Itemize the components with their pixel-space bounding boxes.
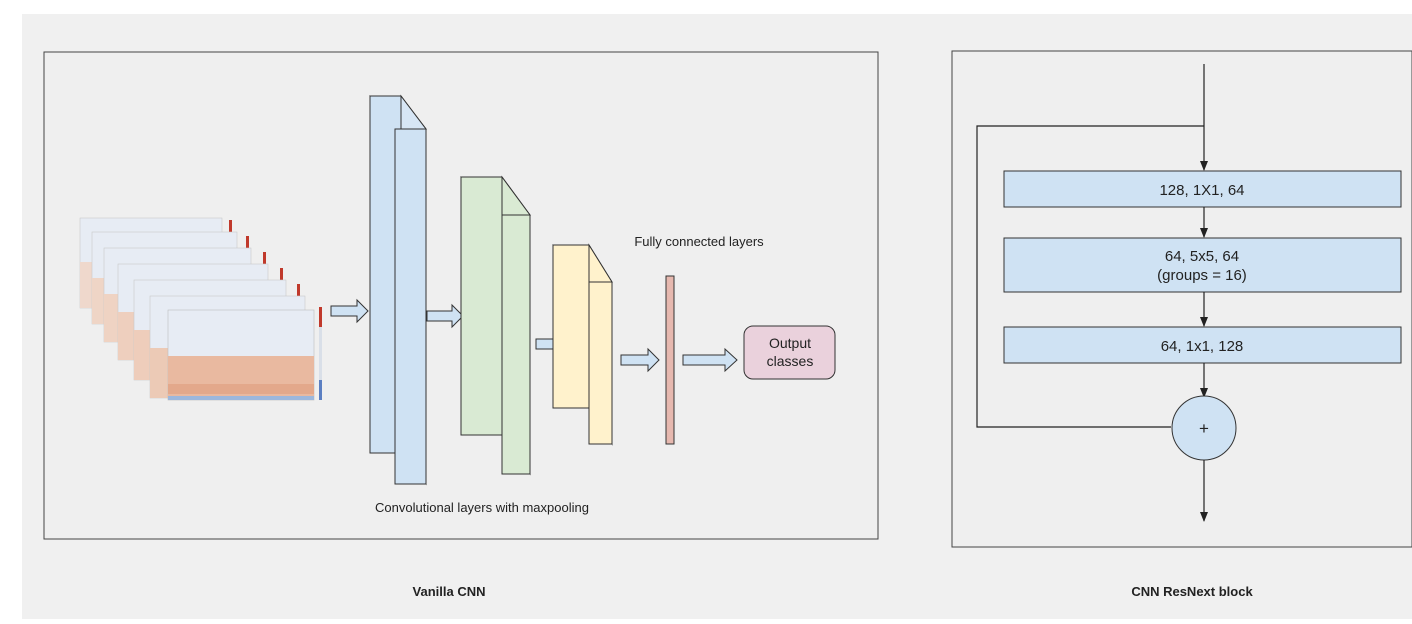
block-3-label: 64, 1x1, 128 — [1161, 338, 1244, 355]
block-2-label-line2: (groups = 16) — [1157, 267, 1247, 284]
output-label-line1: Output — [769, 335, 811, 351]
output-label-line2: classes — [767, 353, 814, 369]
skip-connection — [976, 125, 1204, 428]
block-2 — [1003, 237, 1402, 293]
fully-connected-layer — [665, 275, 675, 445]
conv-layers-label: Convolutional layers with maxpooling — [375, 500, 589, 515]
spectrogram-stack — [79, 217, 322, 401]
output-classes-box — [743, 325, 836, 380]
resnext-caption: CNN ResNext block — [1131, 584, 1253, 599]
arrow-fc-to-output — [682, 347, 738, 373]
resnext-frame — [951, 50, 1412, 548]
arrow-conv1-to-conv2 — [426, 303, 464, 329]
conv-block-2 — [460, 175, 531, 476]
fully-connected-label: Fully connected layers — [634, 234, 764, 249]
block-1-label: 128, 1X1, 64 — [1159, 182, 1244, 199]
arrow-input-to-conv1 — [330, 298, 369, 324]
spectrogram-7 — [167, 307, 322, 401]
block-3 — [1003, 326, 1402, 364]
conv-block-3 — [552, 243, 613, 446]
vanilla-cnn-caption: Vanilla CNN — [413, 584, 486, 599]
arrow-conv3-to-fc — [620, 347, 660, 373]
conv-block-1 — [368, 94, 428, 486]
block-2-label-line1: 64, 5x5, 64 — [1165, 248, 1239, 265]
sum-symbol: + — [1199, 419, 1209, 438]
block-1 — [1003, 170, 1402, 208]
